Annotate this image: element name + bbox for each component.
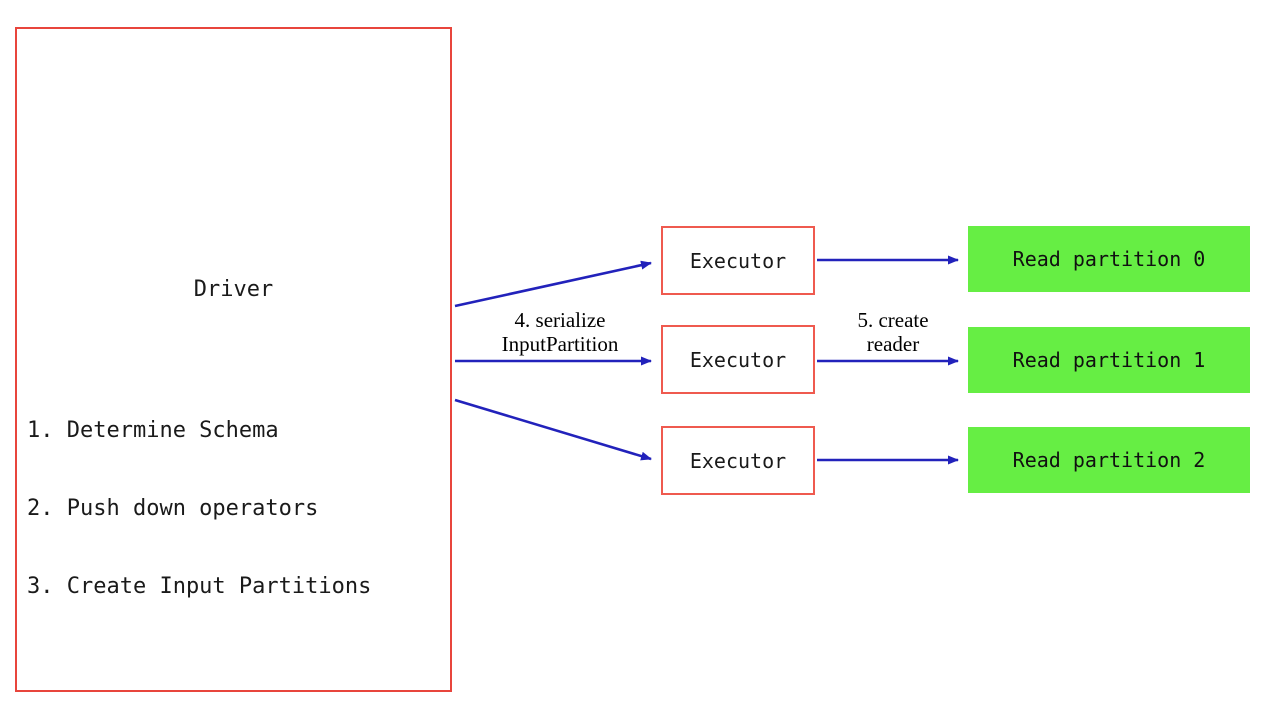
driver-step-3: 3. Create Input Partitions [27,574,372,599]
arrow-driver-to-executor-3 [454,398,652,461]
edge-label-create-reader: 5. create reader [818,308,968,356]
edge-label-create-reader-line1: 5. create [857,308,929,332]
executor-label-3: Executor [689,448,787,473]
executor-box-1: Executor [661,226,815,295]
executor-label-1: Executor [689,248,787,273]
driver-step-2: 2. Push down operators [27,496,319,521]
partition-box-0: Read partition 0 [968,226,1250,292]
executor-box-2: Executor [661,325,815,394]
executor-label-2: Executor [689,347,787,372]
arrow-driver-to-executor-1 [454,260,652,308]
edge-label-serialize-line2: InputPartition [501,332,619,356]
partition-label-0: Read partition 0 [1012,247,1206,271]
driver-step-1: 1. Determine Schema [27,418,279,443]
partition-box-2: Read partition 2 [968,427,1250,493]
edge-label-serialize-line1: 4. serialize [514,308,606,332]
driver-title: Driver [193,277,274,302]
executor-box-3: Executor [661,426,815,495]
partition-label-2: Read partition 2 [1012,448,1206,472]
partition-box-1: Read partition 1 [968,327,1250,393]
edge-label-create-reader-line2: reader [866,332,920,356]
edge-label-serialize-input-partition: 4. serialize InputPartition [460,308,660,356]
driver-box: Driver 1. Determine Schema 2. Push down … [15,27,452,692]
driver-step-list: 1. Determine Schema 2. Push down operato… [27,366,371,652]
partition-label-1: Read partition 1 [1012,348,1206,372]
